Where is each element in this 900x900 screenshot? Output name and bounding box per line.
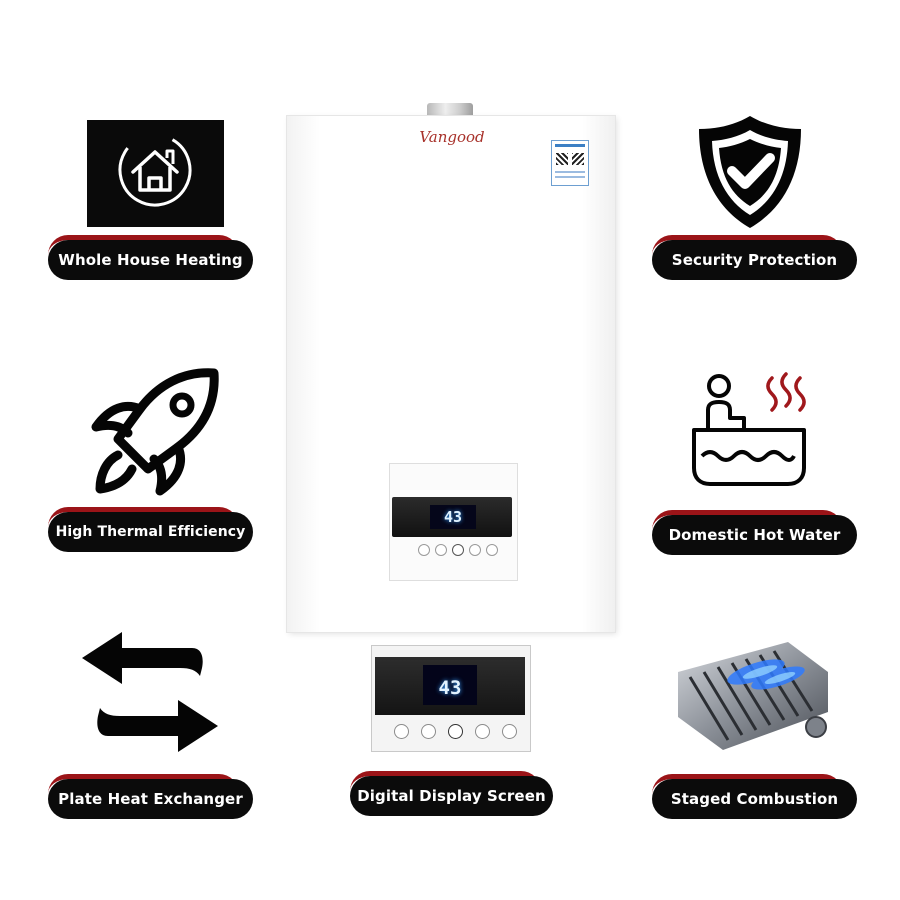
feature-label-plate-heat-exchanger: Plate Heat Exchanger: [48, 774, 253, 819]
feature-label-staged-combustion: Staged Combustion: [652, 774, 857, 819]
panel-button: [475, 724, 490, 739]
power-button: [448, 724, 463, 739]
rocket-icon: [88, 367, 223, 497]
panel-button: [435, 544, 447, 556]
panel-button: [502, 724, 517, 739]
boiler-flue: [427, 103, 473, 117]
display-screen: 43: [392, 497, 512, 537]
panel-button: [469, 544, 481, 556]
certification-sticker: [551, 140, 589, 186]
exchange-arrows-icon: [80, 630, 220, 754]
brand-logo: Vangood: [419, 128, 485, 146]
temperature-readout-closeup: 43: [423, 665, 477, 705]
burner-image: [668, 632, 833, 757]
shield-check-icon: [695, 113, 805, 231]
feature-label-digital-display-screen: Digital Display Screen: [350, 771, 553, 816]
temperature-readout: 43: [430, 505, 476, 529]
bathtub-icon: [688, 372, 810, 490]
feature-label-whole-house-heating: Whole House Heating: [48, 235, 253, 280]
panel-button: [486, 544, 498, 556]
feature-label-domestic-hot-water: Domestic Hot Water: [652, 510, 857, 555]
panel-button: [418, 544, 430, 556]
feature-label-security-protection: Security Protection: [652, 235, 857, 280]
house-icon: [87, 120, 224, 227]
panel-button: [394, 724, 409, 739]
feature-label-high-thermal-efficiency: High Thermal Efficiency: [48, 507, 253, 552]
panel-button: [421, 724, 436, 739]
power-button: [452, 544, 464, 556]
control-panel-image: 43: [371, 645, 531, 752]
